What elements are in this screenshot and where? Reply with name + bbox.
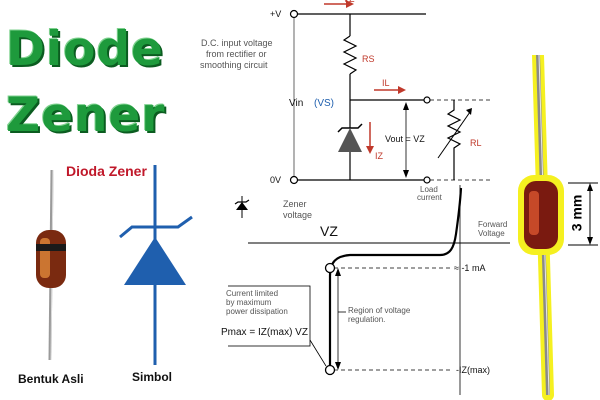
label-vout: Vout = VZ xyxy=(385,134,425,144)
label-rs: RS xyxy=(362,54,375,64)
input-note-3: smoothing circuit xyxy=(200,60,268,70)
terminal-out-top xyxy=(423,96,431,104)
label-vz-top: VZ xyxy=(343,0,355,5)
label-izmax: -IZ(max) xyxy=(456,365,490,375)
iv-vz-label: VZ xyxy=(320,223,338,239)
region-text-2: regulation. xyxy=(348,315,386,324)
input-note-1: D.C. input voltage xyxy=(201,38,273,48)
dimension-label: 3 mm xyxy=(568,194,585,231)
pmax-formula: Pmax = IZ(max) VZ xyxy=(221,327,308,338)
limit-text-2: by maximum xyxy=(226,298,272,307)
title-diode: Diode xyxy=(6,22,164,77)
terminal-0v xyxy=(289,175,299,185)
label-vplus: +V xyxy=(270,9,282,19)
curve-point-izmax xyxy=(324,364,336,376)
zener-voltage-2: voltage xyxy=(283,210,313,220)
label-vin-sub: (VS) xyxy=(314,98,334,109)
label-il: IL xyxy=(382,78,390,88)
terminal-vplus xyxy=(289,9,299,19)
diode-photo xyxy=(36,169,66,361)
caption-bentuk-asli: Bentuk Asli xyxy=(18,372,84,386)
caption-simbol: Simbol xyxy=(132,370,173,384)
terminal-out-bottom xyxy=(423,176,431,184)
label-0v: 0V xyxy=(270,175,282,185)
small-zener-symbol xyxy=(234,196,250,218)
forward-voltage-2: Voltage xyxy=(478,229,505,238)
forward-voltage-1: Forward xyxy=(478,220,508,229)
region-text-1: Region of voltage xyxy=(348,306,411,315)
title-zener: Zener xyxy=(6,88,166,143)
label-1ma: ≈ -1 mA xyxy=(454,263,486,273)
zener-voltage-1: Zener xyxy=(283,199,307,209)
dimension-label-box: 3 mm xyxy=(562,185,590,240)
label-vin: Vin xyxy=(289,98,304,109)
load-current-1: Load xyxy=(420,185,438,194)
curve-point-1ma xyxy=(324,262,336,274)
limit-text-1: Current limited xyxy=(226,289,279,298)
input-note-2: from rectifier or xyxy=(206,49,267,59)
load-current-2: current xyxy=(417,193,442,202)
right-diode-photo xyxy=(518,55,598,400)
dioda-zener-header: Dioda Zener xyxy=(66,163,147,179)
circuit-diagram xyxy=(228,0,510,395)
zener-symbol xyxy=(119,165,193,365)
limit-text-3: power dissipation xyxy=(226,307,288,316)
label-rl: RL xyxy=(470,138,482,148)
label-iz: IZ xyxy=(375,151,383,161)
